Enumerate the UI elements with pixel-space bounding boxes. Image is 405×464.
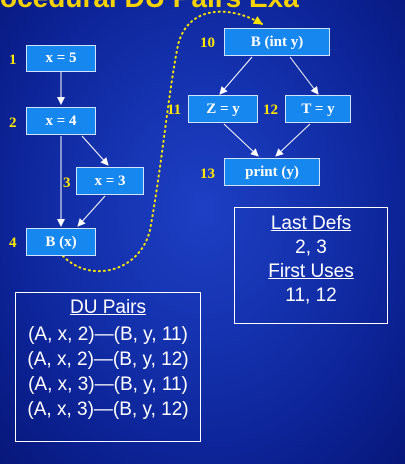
du-pair-row: (A, x, 3)—(B, y, 11) bbox=[28, 374, 188, 395]
node-number-13: 13 bbox=[200, 166, 215, 182]
node-1-x-eq-5: x = 5 bbox=[26, 45, 96, 72]
node-11-z-eq-y: Z = y bbox=[188, 95, 258, 123]
first-uses-heading: First Uses bbox=[268, 261, 354, 282]
node-3-x-eq-3: x = 3 bbox=[76, 167, 144, 195]
node-10-entry-b: B (int y) bbox=[224, 28, 330, 56]
edge-10-11 bbox=[219, 56, 253, 95]
edge-3-4 bbox=[77, 195, 106, 227]
defs-uses-box: Last Defs 2, 3 First Uses 11, 12 bbox=[234, 207, 388, 324]
slide-title: ocedural DU Pairs Exa bbox=[0, 0, 405, 10]
du-pairs-box: DU Pairs (A, x, 2)—(B, y, 11) (A, x, 2)—… bbox=[15, 292, 201, 442]
first-uses-value: 11, 12 bbox=[285, 285, 337, 306]
node-13-print-y: print (y) bbox=[224, 158, 320, 186]
edge-10-12 bbox=[289, 56, 319, 95]
du-pairs-heading: DU Pairs bbox=[69, 297, 146, 318]
edge-12-13 bbox=[275, 123, 311, 157]
last-defs-value: 2, 3 bbox=[295, 237, 327, 258]
du-pair-row: (A, x, 3)—(B, y, 12) bbox=[27, 399, 189, 420]
call-edge bbox=[62, 10, 263, 273]
du-pair-row: (A, x, 2)—(B, y, 11) bbox=[28, 324, 188, 345]
edge-11-13 bbox=[223, 123, 259, 157]
node-number-3: 3 bbox=[63, 175, 71, 191]
last-defs-heading: Last Defs bbox=[270, 213, 352, 234]
node-number-4: 4 bbox=[9, 235, 17, 251]
node-4-call-b: B (x) bbox=[26, 228, 96, 256]
node-number-2: 2 bbox=[9, 115, 17, 131]
edge-2-3 bbox=[81, 135, 109, 166]
node-number-12: 12 bbox=[263, 102, 278, 118]
du-pair-row: (A, x, 2)—(B, y, 12) bbox=[27, 349, 189, 370]
node-number-11: 11 bbox=[167, 102, 182, 118]
node-12-t-eq-y: T = y bbox=[285, 95, 351, 123]
node-number-1: 1 bbox=[9, 52, 17, 68]
node-2-x-eq-4: x = 4 bbox=[26, 107, 96, 135]
node-number-10: 10 bbox=[200, 35, 215, 51]
